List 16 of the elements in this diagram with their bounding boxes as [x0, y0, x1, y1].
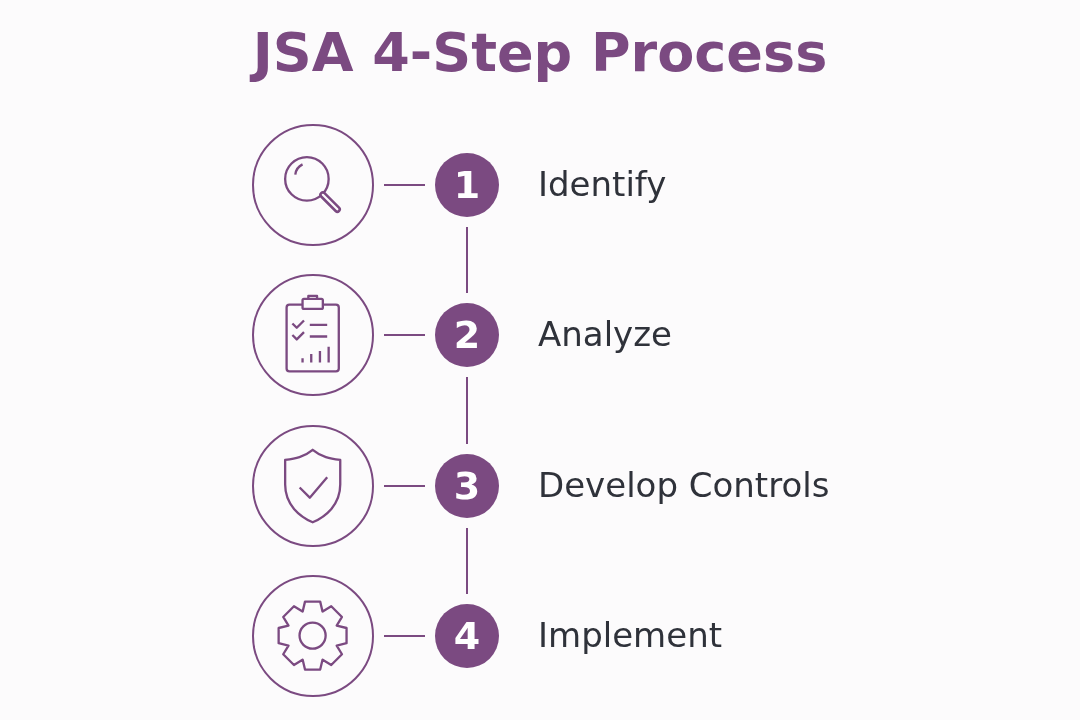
step-number-circle: 3: [435, 454, 499, 518]
connector-line: [466, 527, 468, 595]
step-label: Develop Controls: [538, 465, 830, 505]
step-label: Identify: [538, 164, 667, 204]
diagram-title: JSA 4-Step Process: [0, 18, 1080, 88]
connector-line: [383, 184, 426, 186]
step-number-circle: 4: [435, 604, 499, 668]
step-label: Implement: [538, 615, 722, 655]
connector-line: [383, 635, 426, 637]
step-number-circle: 1: [435, 153, 499, 217]
step-number-circle: 2: [435, 303, 499, 367]
connector-line: [383, 334, 426, 336]
connector-line: [466, 376, 468, 445]
connector-line: [383, 485, 426, 487]
step-label: Analyze: [538, 314, 672, 354]
connector-line: [466, 226, 468, 294]
